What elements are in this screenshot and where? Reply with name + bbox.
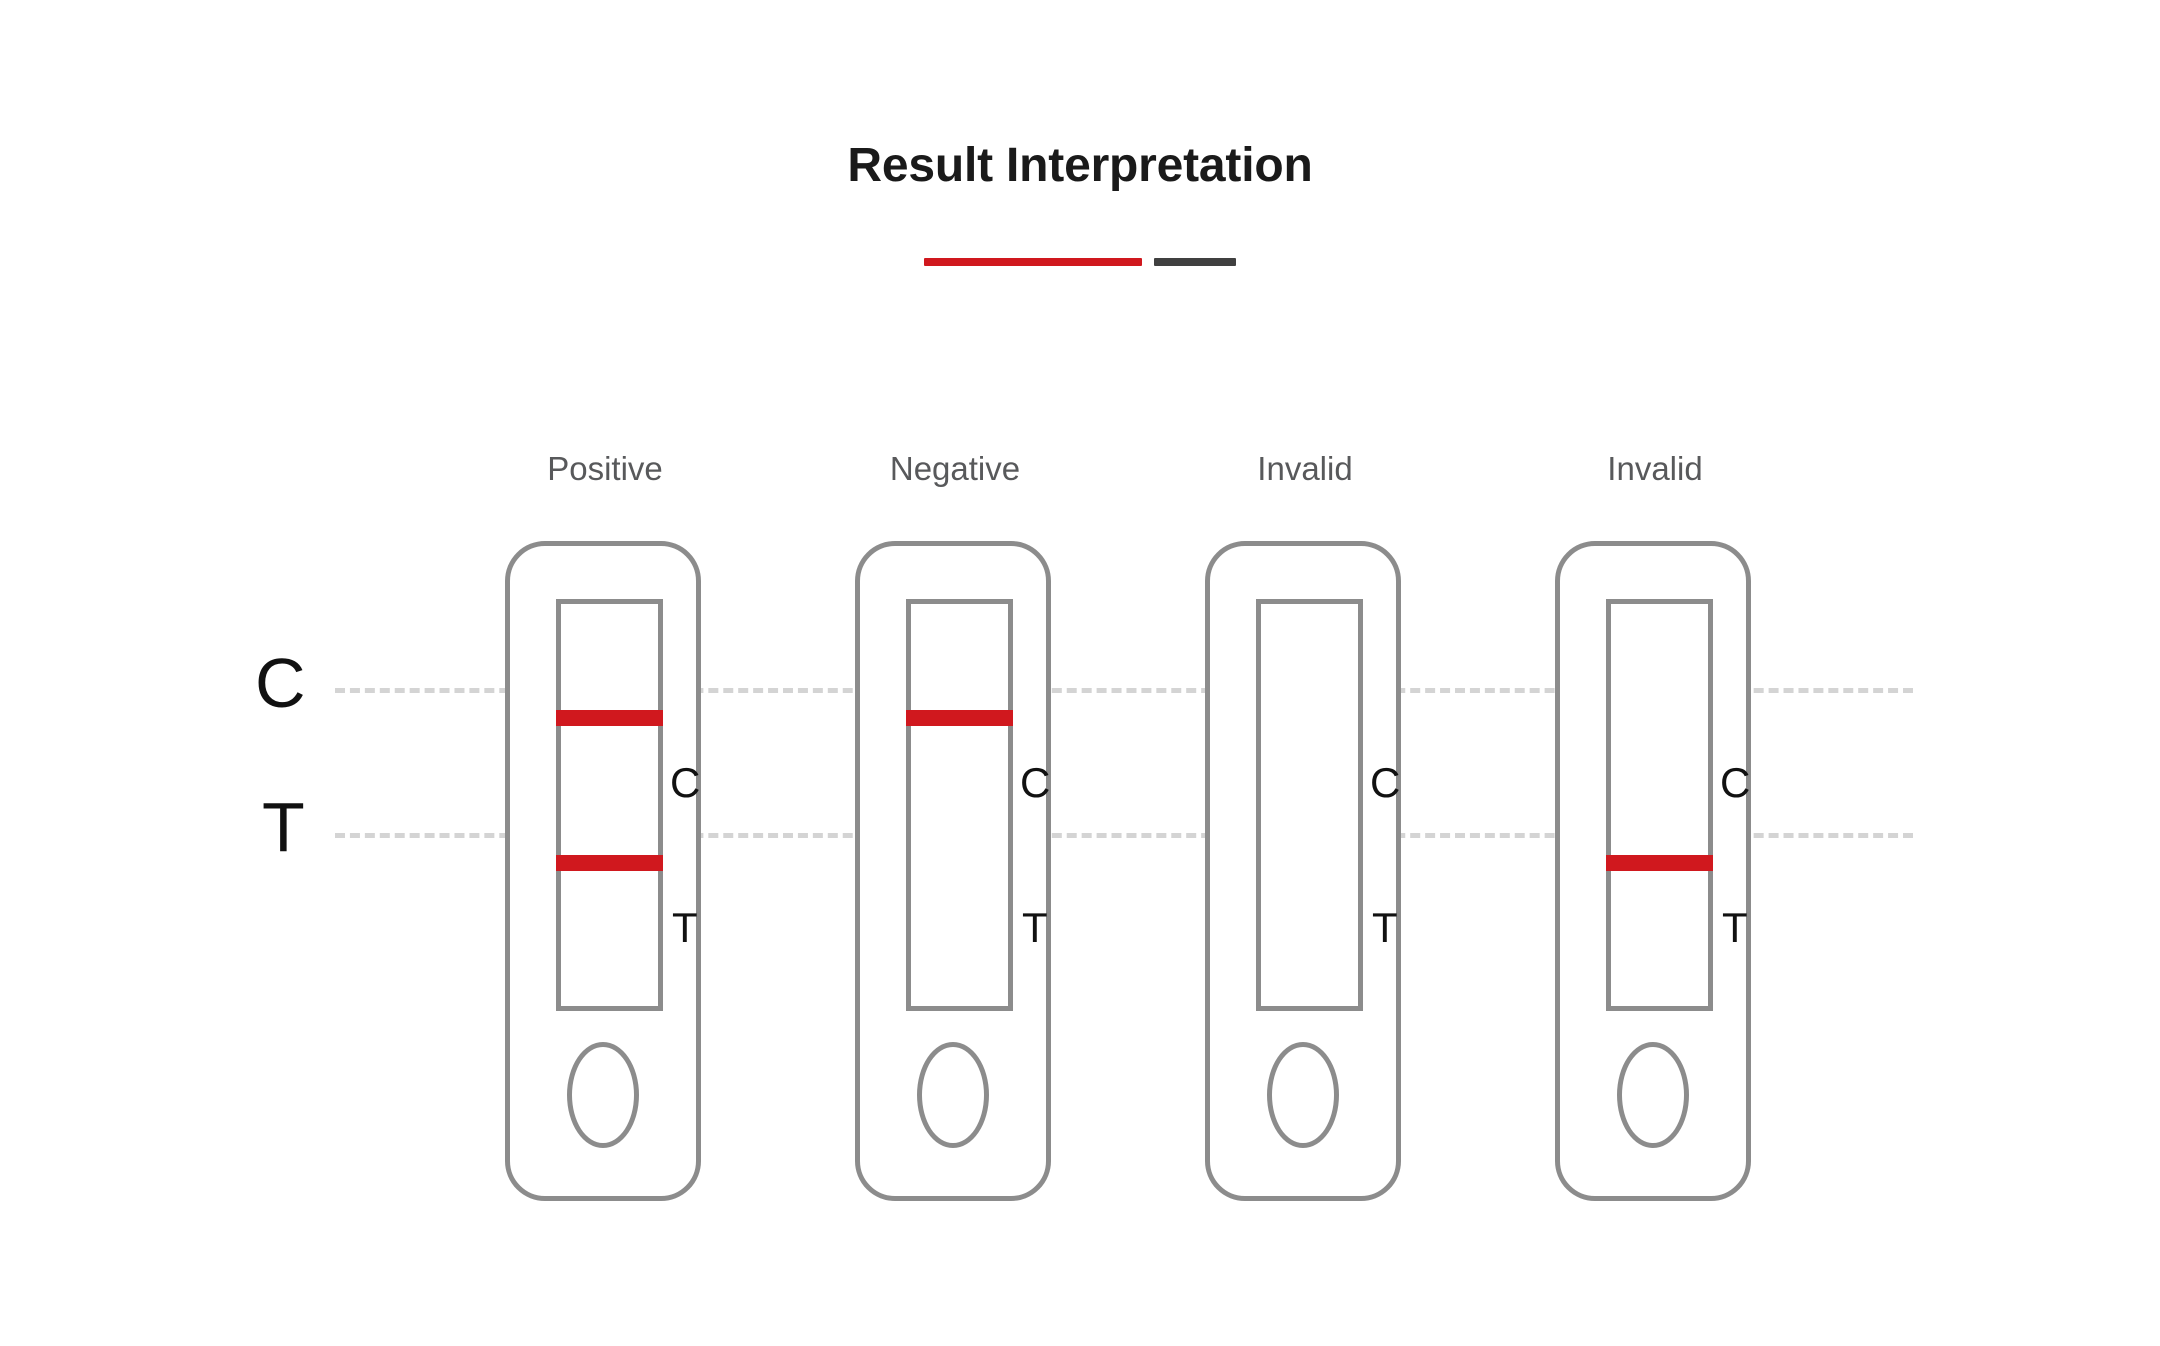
control-tick-letter: C — [1720, 759, 1751, 806]
accent-rule-group — [0, 258, 2160, 266]
guide-line-test — [335, 833, 1913, 838]
cassette-label: Invalid — [1607, 450, 1703, 487]
guide-line-control — [335, 688, 1913, 693]
test-tick-letter: T — [1722, 904, 1748, 951]
accent-rule-primary — [924, 258, 1142, 266]
axis-label-test: T — [262, 788, 305, 866]
result-window — [1256, 599, 1363, 1011]
control-tick-letter: C — [1370, 759, 1401, 806]
sample-well — [567, 1042, 639, 1148]
cassette-label: Negative — [889, 450, 1021, 487]
page-title: Result Interpretation — [847, 139, 1313, 192]
accent-rule-secondary — [1154, 258, 1236, 266]
test-band — [1606, 855, 1713, 871]
test-tick-letter: T — [672, 904, 698, 951]
result-window — [556, 599, 663, 1011]
control-tick-letter: C — [670, 759, 701, 806]
control-band — [556, 710, 663, 726]
control-band — [906, 710, 1013, 726]
test-band — [556, 855, 663, 871]
result-window — [906, 599, 1013, 1011]
test-tick-letter: T — [1372, 904, 1398, 951]
control-tick-letter: C — [1020, 759, 1051, 806]
sample-well — [917, 1042, 989, 1148]
title-block: Result Interpretation — [0, 139, 2160, 193]
axis-label-control: C — [255, 644, 306, 722]
sample-well — [1267, 1042, 1339, 1148]
sample-well — [1617, 1042, 1689, 1148]
cassette-label: Invalid — [1257, 450, 1353, 487]
result-window — [1606, 599, 1713, 1011]
cassette-label: Positive — [547, 450, 663, 487]
test-tick-letter: T — [1022, 904, 1048, 951]
